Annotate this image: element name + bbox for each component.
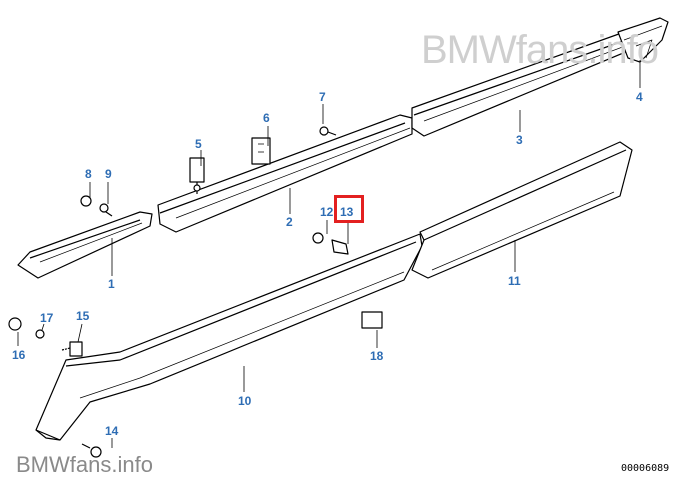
- callout-15[interactable]: 15: [76, 309, 90, 323]
- callout-10[interactable]: 10: [238, 394, 252, 408]
- panel-part-11: [411, 141, 633, 279]
- watermark-bottom: BMWfans.info: [16, 452, 153, 477]
- clip-part-15: [61, 341, 83, 357]
- leader-15: [77, 323, 83, 343]
- nut-part-16: [8, 317, 22, 331]
- callout-18[interactable]: 18: [370, 349, 384, 363]
- callout-12[interactable]: 12: [320, 205, 334, 219]
- callout-1[interactable]: 1: [108, 277, 115, 291]
- screw-part-12: [312, 232, 324, 244]
- screw-part-14: [81, 443, 102, 458]
- trim-part-4: [617, 17, 669, 63]
- callout-16[interactable]: 16: [12, 348, 26, 362]
- leader-lines: [17, 60, 641, 448]
- callout-8[interactable]: 8: [85, 167, 92, 181]
- callout-2[interactable]: 2: [286, 215, 293, 229]
- trim-part-2: [157, 114, 413, 233]
- callout-5[interactable]: 5: [195, 137, 202, 151]
- clip-part-6: [251, 137, 271, 165]
- trim-part-1: [17, 211, 153, 279]
- callout-17[interactable]: 17: [40, 311, 54, 325]
- callout-9[interactable]: 9: [105, 167, 112, 181]
- diagram-reference-number: 00006089: [621, 463, 670, 474]
- callout-7[interactable]: 7: [319, 90, 326, 104]
- callout-3[interactable]: 3: [516, 133, 523, 147]
- clip-part-9: [99, 203, 113, 217]
- callout-4[interactable]: 4: [636, 90, 643, 104]
- clip-part-5: [189, 157, 205, 194]
- callout-13[interactable]: 13: [340, 205, 354, 219]
- leader-17: [41, 323, 45, 331]
- callout-11[interactable]: 11: [508, 274, 521, 288]
- callout-6[interactable]: 6: [263, 111, 270, 125]
- clip-part-13: [331, 239, 349, 255]
- panel-part-10: [35, 233, 423, 441]
- watermark-top: BMWfans.info: [421, 28, 659, 72]
- highlight-box-part-13: [334, 195, 364, 223]
- nut-part-7: [319, 126, 337, 136]
- nut-part-8: [80, 195, 92, 207]
- washer-part-17: [35, 329, 45, 339]
- clip-part-18: [361, 311, 383, 329]
- callout-14[interactable]: 14: [105, 424, 119, 438]
